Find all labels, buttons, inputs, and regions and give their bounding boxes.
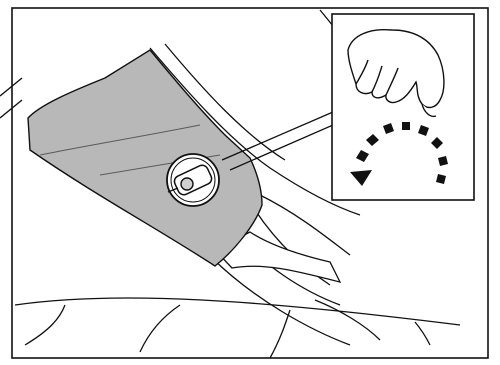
knob-icon xyxy=(167,154,219,206)
